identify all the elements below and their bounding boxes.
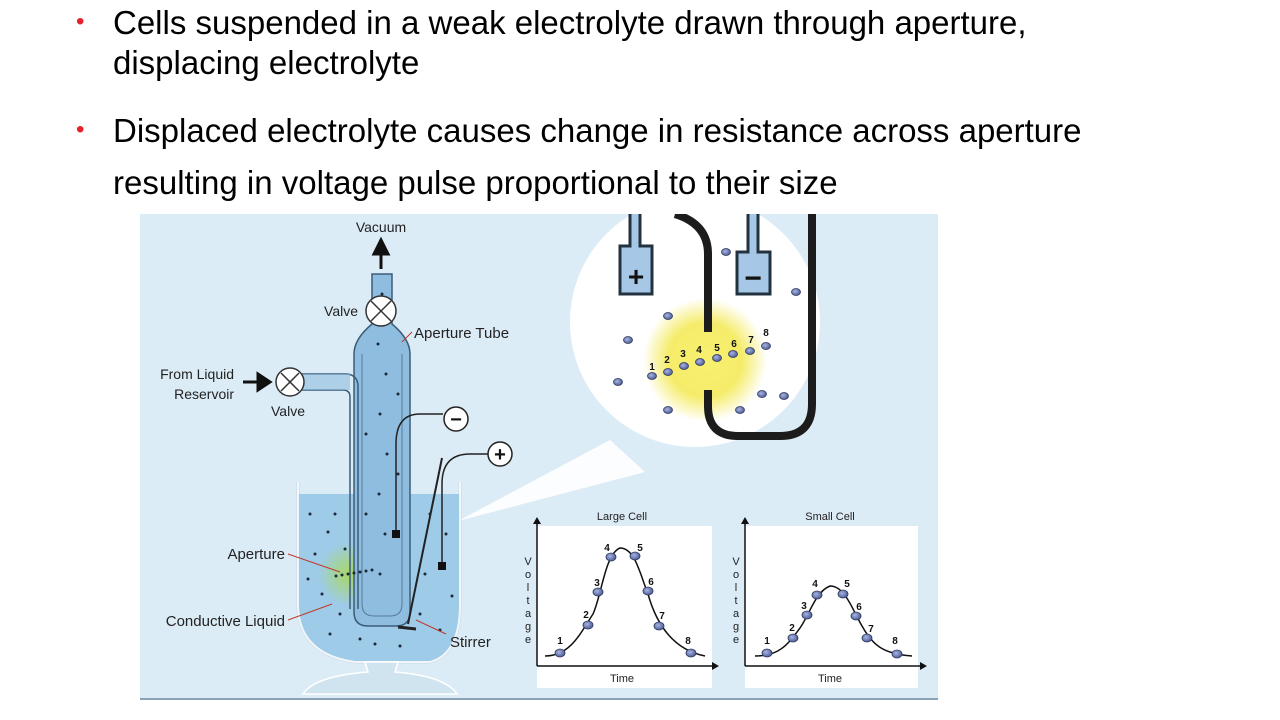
coulter-counter-diagram: + − 1 2 3 4 5 6 7 8 [140, 214, 938, 700]
svg-text:l: l [735, 582, 737, 594]
svg-text:7: 7 [748, 335, 754, 346]
svg-text:g: g [525, 621, 531, 633]
stirrer-label: Stirrer [450, 634, 491, 651]
large-cell-x-label: Time [610, 673, 634, 685]
svg-text:o: o [525, 569, 531, 581]
top-valve-label: Valve [324, 303, 358, 319]
svg-text:3: 3 [680, 349, 686, 360]
svg-text:5: 5 [844, 579, 850, 590]
svg-text:2: 2 [664, 355, 670, 366]
positive-electrode [618, 214, 654, 296]
inflow-arrow-icon [243, 371, 273, 393]
positive-terminal [487, 441, 513, 467]
aperture-glow [643, 298, 767, 422]
negative-electrode-sign: − [744, 262, 762, 295]
svg-text:a: a [733, 608, 740, 620]
svg-text:1: 1 [649, 362, 655, 373]
small-cell-chart-panel [745, 526, 918, 688]
aperture-tube-label: Aperture Tube [414, 325, 509, 342]
svg-text:5: 5 [714, 343, 720, 354]
svg-text:3: 3 [594, 578, 600, 589]
small-cell-chart: Small Cell Time V o l t a g e 1 2 3 4 5 [732, 511, 927, 688]
svg-text:8: 8 [892, 636, 898, 647]
large-cell-point-labels: 1 2 3 4 5 6 7 8 [557, 543, 691, 647]
small-cell-title: Small Cell [805, 511, 855, 523]
small-cell-x-label: Time [818, 673, 842, 685]
aperture-label: Aperture [227, 546, 285, 563]
svg-text:+: + [494, 444, 506, 466]
large-cell-points [554, 551, 697, 658]
svg-text:4: 4 [696, 345, 702, 356]
conductive-liquid-label: Conductive Liquid [166, 613, 285, 630]
svg-text:4: 4 [812, 579, 818, 590]
svg-text:a: a [525, 608, 532, 620]
bullet-marker: • [76, 116, 85, 143]
svg-text:2: 2 [583, 610, 589, 621]
svg-text:7: 7 [868, 624, 874, 635]
reservoir-label: Reservoir [174, 386, 234, 402]
beaker-stand [301, 661, 459, 695]
vacuum-arrow-icon [371, 236, 391, 269]
large-cell-chart-panel [537, 526, 712, 688]
inset-aperture-tube [673, 214, 816, 440]
svg-text:6: 6 [648, 577, 654, 588]
negative-wire [395, 413, 443, 532]
svg-text:V: V [524, 556, 532, 568]
svg-text:V: V [732, 556, 740, 568]
top-valve [365, 295, 397, 327]
svg-text:t: t [526, 595, 529, 607]
inset-cells [613, 248, 801, 414]
svg-text:o: o [733, 569, 739, 581]
svg-text:t: t [734, 595, 737, 607]
vacuum-label: Vacuum [356, 219, 406, 235]
svg-text:6: 6 [856, 602, 862, 613]
large-cell-chart: Large Cell Time V o l t a g e 1 2 3 4 5 [524, 511, 719, 688]
svg-text:1: 1 [557, 636, 563, 647]
svg-text:g: g [733, 621, 739, 633]
svg-text:e: e [733, 634, 739, 646]
bullet-2-line-1: Displaced electrolyte causes change in r… [113, 112, 1082, 149]
positive-wire [441, 453, 488, 566]
suspended-particles [306, 292, 454, 648]
large-cell-title: Large Cell [597, 511, 647, 523]
svg-text:2: 2 [789, 623, 795, 634]
svg-text:3: 3 [801, 601, 807, 612]
bullet-2-line-2: resulting in voltage pulse proportional … [113, 164, 838, 201]
left-valve-label: Valve [271, 403, 305, 419]
bullet-1-line-1: Cells suspended in a weak electrolyte dr… [113, 4, 1027, 41]
svg-text:8: 8 [685, 636, 691, 647]
bullet-marker: • [76, 8, 85, 35]
svg-text:1: 1 [764, 636, 770, 647]
large-cell-y-label: V o l t a g e [524, 556, 532, 646]
beaker [297, 482, 461, 663]
negative-electrode [735, 214, 772, 296]
small-cell-y-label: V o l t a g e [732, 556, 740, 646]
from-liquid-label: From Liquid [160, 366, 234, 382]
bullet-1-line-2: displacing electrolyte [113, 44, 420, 81]
inset-cell-numbers: 1 2 3 4 5 6 7 8 [649, 328, 769, 373]
positive-electrode-sign: + [628, 261, 644, 292]
svg-text:l: l [527, 582, 529, 594]
svg-text:4: 4 [604, 543, 610, 554]
svg-text:7: 7 [659, 611, 665, 622]
left-valve [275, 367, 305, 397]
negative-terminal [443, 406, 469, 432]
svg-text:e: e [525, 634, 531, 646]
svg-text:5: 5 [637, 543, 643, 554]
svg-text:8: 8 [763, 328, 769, 339]
callout-wedge [458, 440, 645, 521]
small-cell-points [761, 589, 903, 659]
svg-text:6: 6 [731, 339, 737, 350]
small-cell-point-labels: 1 2 3 4 5 6 7 8 [764, 579, 898, 647]
stirrer [407, 457, 443, 625]
svg-text:−: − [450, 409, 462, 431]
